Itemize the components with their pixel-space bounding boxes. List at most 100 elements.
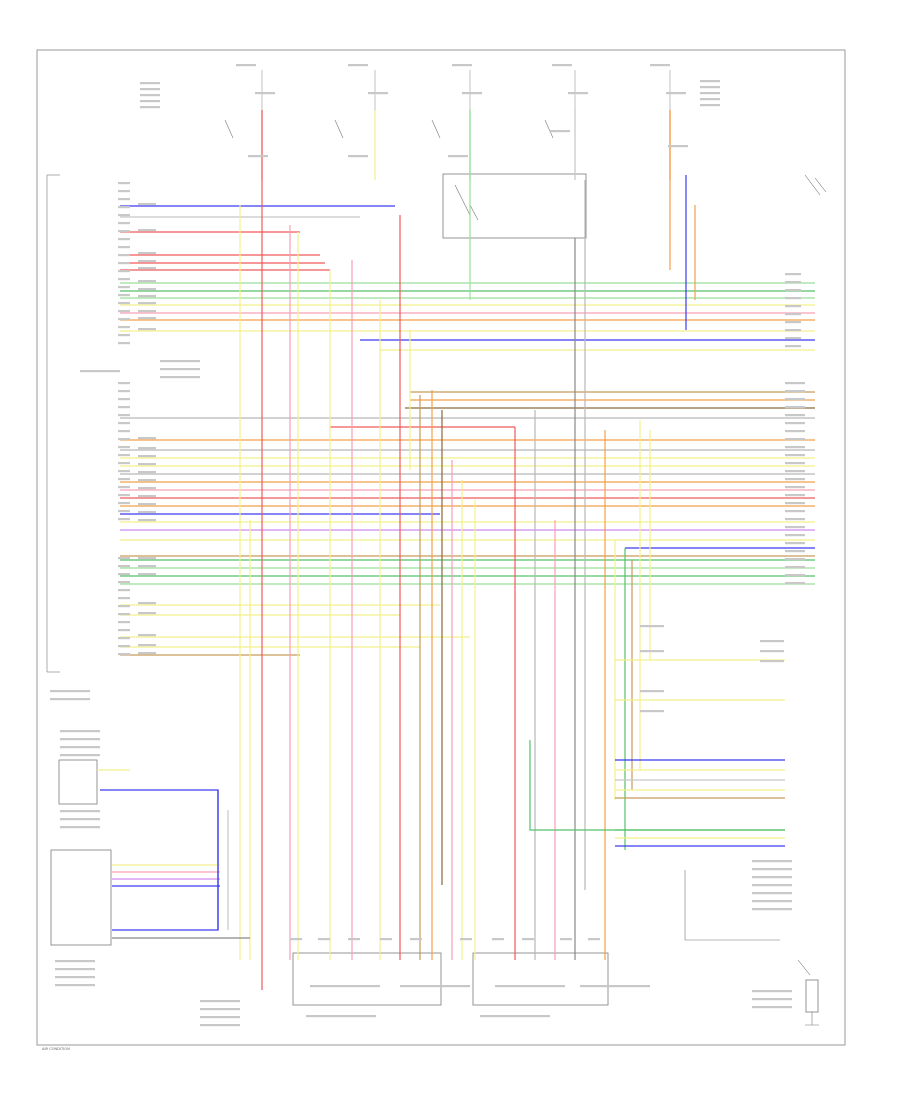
wire-label-placeholder [138, 652, 156, 655]
component-label-placeholder [640, 650, 664, 653]
wire-label-placeholder [138, 280, 156, 283]
pin-label-placeholder [118, 326, 130, 329]
wire-label-placeholder [785, 462, 805, 465]
module-caption-placeholder [310, 985, 380, 988]
pin-label-placeholder [118, 653, 130, 656]
pin-label-placeholder [118, 182, 130, 185]
wire-label-placeholder [785, 422, 805, 425]
pin-label-placeholder [118, 334, 130, 337]
pin-label-placeholder [118, 478, 130, 481]
pin-label-placeholder [118, 230, 130, 233]
wire-label-placeholder [138, 602, 156, 605]
wire-label-placeholder [138, 328, 156, 331]
wire-label-placeholder [138, 519, 156, 522]
wire-labels [50, 64, 805, 1027]
servo-module-right [472, 952, 609, 1006]
wire-label-placeholder [785, 329, 801, 332]
wire-label-placeholder [138, 437, 156, 440]
wire-label-placeholder [138, 317, 156, 320]
wire-label-placeholder [138, 612, 156, 615]
component-label-placeholder [752, 990, 792, 993]
component-label-placeholder [752, 884, 792, 887]
wire-label-placeholder [785, 305, 801, 308]
wire-label-placeholder [138, 447, 156, 450]
pin-label-placeholder [492, 938, 504, 941]
pin-label-placeholder [118, 382, 130, 385]
component-label-placeholder [60, 754, 100, 757]
pin-label-placeholder [348, 938, 360, 941]
servo-module-left [292, 952, 442, 1006]
pin-label-placeholder [118, 446, 130, 449]
switch-contact [224, 119, 234, 139]
pin-label-placeholder [118, 422, 130, 425]
wire-label-placeholder [785, 289, 801, 292]
pin-label-placeholder [118, 486, 130, 489]
wire-label-placeholder [785, 313, 801, 316]
wire-label-placeholder [138, 565, 156, 568]
wire-label-placeholder [138, 288, 156, 291]
pin-label-placeholder [118, 198, 130, 201]
label-placeholder [448, 155, 468, 158]
wire-label-placeholder [785, 414, 805, 417]
label-placeholder [140, 82, 160, 85]
switch-contact [544, 119, 554, 139]
switch-contact [431, 119, 441, 139]
wire-label-placeholder [785, 582, 805, 585]
pin-label-placeholder [118, 502, 130, 505]
pin-label-placeholder [118, 190, 130, 193]
component-label-placeholder [60, 746, 100, 749]
wire-label-placeholder [785, 526, 805, 529]
label-placeholder [700, 80, 720, 83]
pin-label-placeholder [118, 222, 130, 225]
wire-label-placeholder [785, 446, 805, 449]
connector-wire [529, 740, 785, 831]
pin-label-placeholder [118, 645, 130, 648]
wire-label-placeholder [785, 478, 805, 481]
component-label-placeholder [200, 1016, 240, 1019]
module-caption-placeholder [495, 985, 565, 988]
sensor-wire [100, 789, 219, 931]
label-placeholder [700, 86, 720, 89]
component-label-placeholder [200, 1024, 240, 1027]
component-label-placeholder [55, 968, 95, 971]
label-placeholder [140, 106, 160, 109]
pin-label-placeholder [118, 238, 130, 241]
wire-label-placeholder [785, 454, 805, 457]
pin-label-placeholder [118, 621, 130, 624]
pin-label-placeholder [118, 406, 130, 409]
wire-label-placeholder [785, 558, 805, 561]
wire-label-placeholder [138, 634, 156, 637]
footer-label: AIR CONDITION [42, 1047, 70, 1051]
pin-label-placeholder [588, 938, 600, 941]
switch-contact [334, 119, 344, 139]
pin-label-placeholder [118, 262, 130, 265]
wire-label-placeholder [138, 511, 156, 514]
pin-label-placeholder [118, 605, 130, 608]
wire-label-placeholder [785, 438, 805, 441]
pin-label-placeholder [118, 438, 130, 441]
component-label-placeholder [55, 976, 95, 979]
wire-label-placeholder [785, 281, 801, 284]
label-placeholder [462, 92, 482, 95]
component-label-placeholder [752, 998, 792, 1001]
wire-label-placeholder [785, 502, 805, 505]
wire-label-placeholder [138, 455, 156, 458]
pin-label-placeholder [118, 454, 130, 457]
wire-label-placeholder [785, 382, 805, 385]
pin-label-placeholder [118, 294, 130, 297]
pin-label-placeholder [118, 510, 130, 513]
label-placeholder [550, 130, 570, 133]
wire-label-placeholder [138, 557, 156, 560]
pin-label-placeholder [290, 938, 302, 941]
wire-label-placeholder [138, 503, 156, 506]
label-placeholder [700, 92, 720, 95]
sensor-box-c [805, 979, 819, 1013]
pin-label-placeholder [118, 286, 130, 289]
component-label-placeholder [80, 370, 120, 373]
wire-label-placeholder [785, 534, 805, 537]
pin-label-placeholder [118, 310, 130, 313]
label-placeholder [666, 92, 686, 95]
pin-label-placeholder [460, 938, 472, 941]
wire-label-placeholder [138, 471, 156, 474]
pin-label-placeholder [118, 589, 130, 592]
